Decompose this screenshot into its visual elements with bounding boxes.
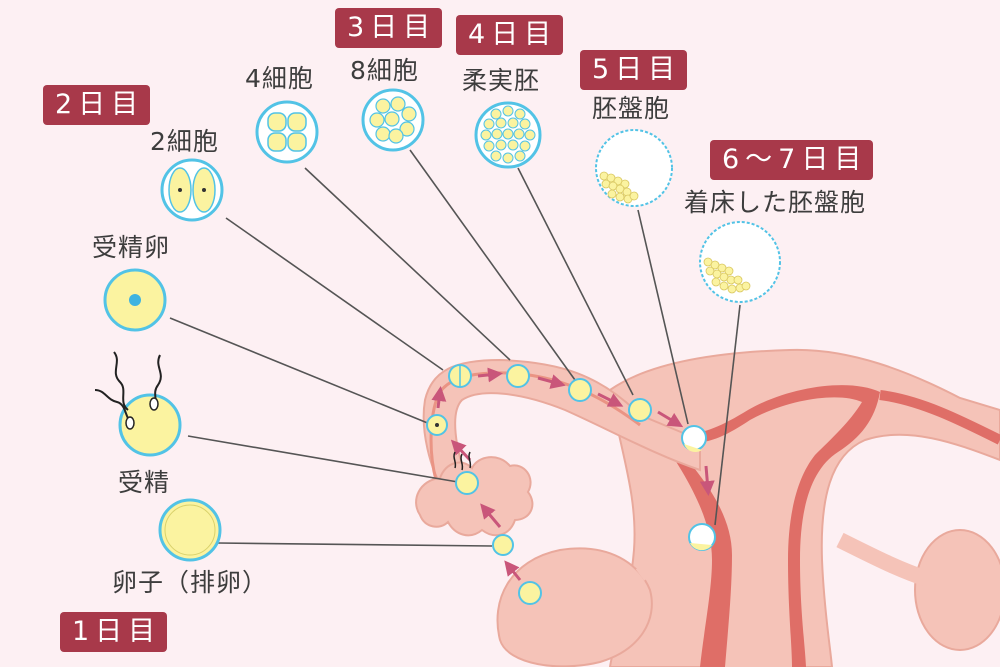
morula-label: 柔実胚: [462, 66, 541, 95]
egg-icon: [158, 498, 222, 562]
two-cell-icon: [160, 158, 224, 222]
four-cell-icon: [255, 100, 319, 164]
blastocyst-icon: [595, 129, 673, 207]
day-4-badge: 4日目: [456, 15, 564, 55]
day-1-badge: 1日目: [60, 612, 168, 652]
path-arrows: [431, 367, 715, 581]
eight-cell-label: 8細胞: [350, 56, 419, 85]
day-5-badge: 5日目: [580, 50, 688, 90]
implanted-blastocyst-label: 着床した胚盤胞: [684, 188, 867, 217]
four-cell-label: 4細胞: [245, 64, 314, 93]
day-6-7-badge: 6〜7日目: [710, 140, 874, 180]
day-3-badge: 3日目: [335, 8, 443, 48]
implanted-blastocyst-icon: [699, 221, 781, 303]
fertilization-icon: [94, 351, 182, 457]
two-cell-label: 2細胞: [150, 127, 219, 156]
pointer-lines: [169, 149, 741, 547]
fertilization-label: 受精: [118, 468, 171, 497]
fertilized-egg-label: 受精卵: [92, 233, 171, 262]
tube-cells: [426, 364, 716, 605]
eight-cell-icon: [361, 88, 425, 152]
left-ovary: [496, 547, 701, 667]
uterus: [608, 348, 1000, 667]
egg-label: 卵子（排卵）: [112, 568, 269, 597]
morula-icon: [474, 101, 542, 169]
blastocyst-label: 胚盤胞: [592, 94, 671, 123]
fertilized-egg-icon: [103, 268, 167, 332]
day-2-badge: 2日目: [43, 85, 151, 125]
